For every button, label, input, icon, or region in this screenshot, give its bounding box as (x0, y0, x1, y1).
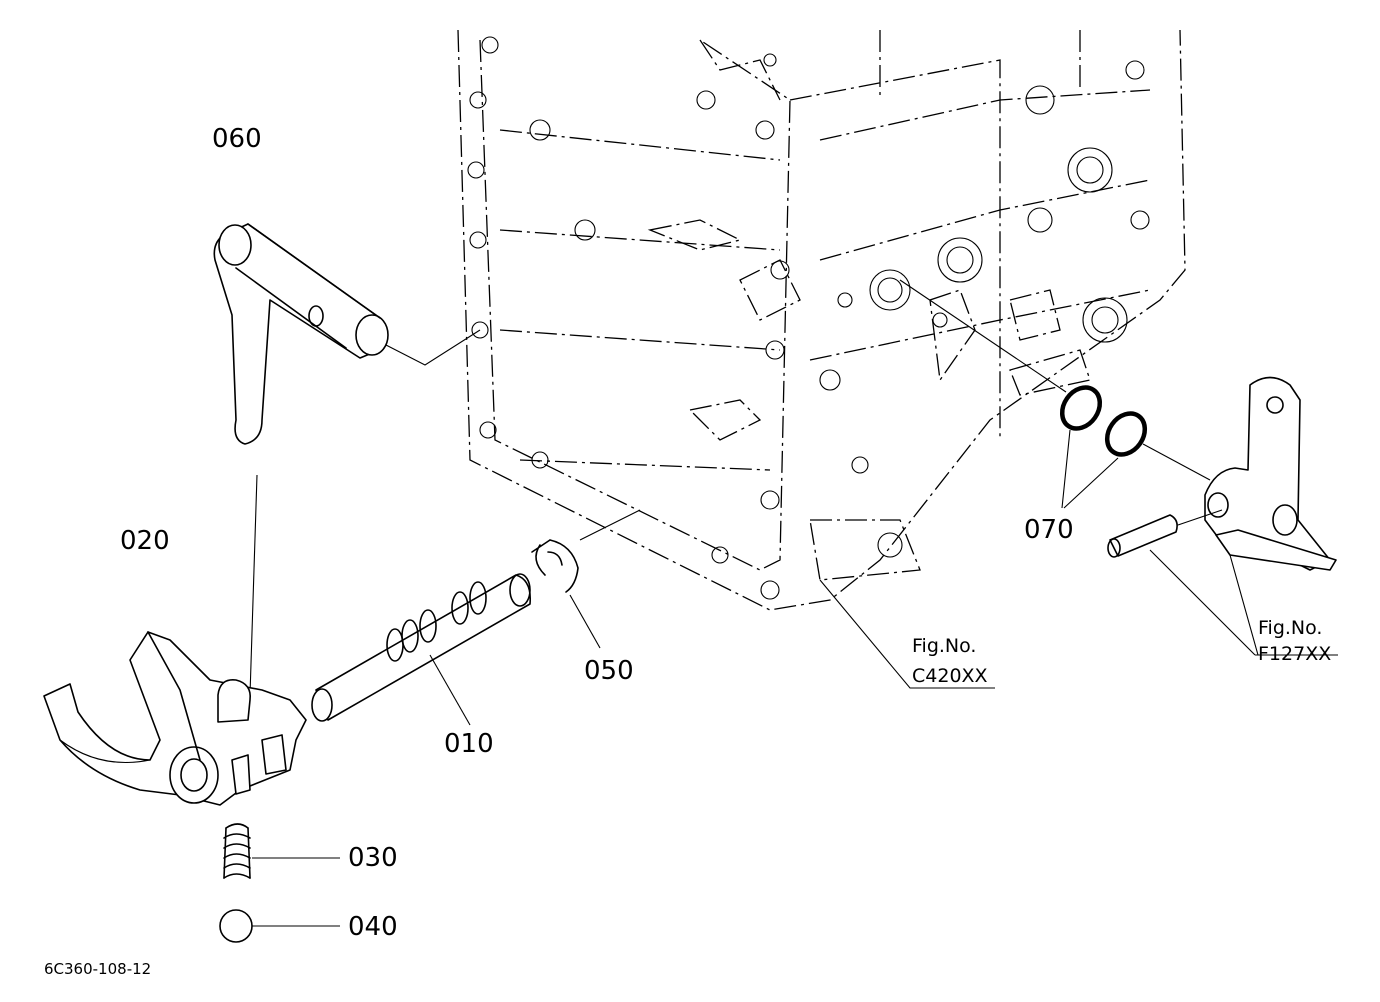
transmission-case (457, 29, 1186, 611)
label-050: 050 (584, 656, 634, 686)
label-060: 060 (212, 124, 262, 154)
label-030: 030 (348, 843, 398, 873)
shift-rod-010 (311, 573, 532, 726)
label-010: 010 (444, 729, 494, 759)
lever-assembly-f127 (1107, 376, 1338, 656)
diagram-code: 6C360-108-12 (44, 960, 151, 978)
leader-c420 (819, 579, 995, 689)
label-040: 040 (348, 912, 398, 942)
label-070: 070 (1024, 515, 1074, 545)
spring-030 (223, 823, 340, 879)
shift-lever-060 (213, 223, 481, 696)
shift-fork-020 (43, 631, 307, 806)
label-020: 020 (120, 526, 170, 556)
o-rings-070 (899, 279, 1211, 509)
circlip-050 (531, 509, 641, 649)
ref-f127-line1: Fig.No. (1258, 617, 1322, 639)
ref-f127-line2: F127XX (1258, 643, 1331, 665)
ball-040 (219, 909, 340, 943)
ref-c420-line1: Fig.No. (912, 635, 976, 657)
ref-c420-line2: C420XX (912, 665, 988, 687)
